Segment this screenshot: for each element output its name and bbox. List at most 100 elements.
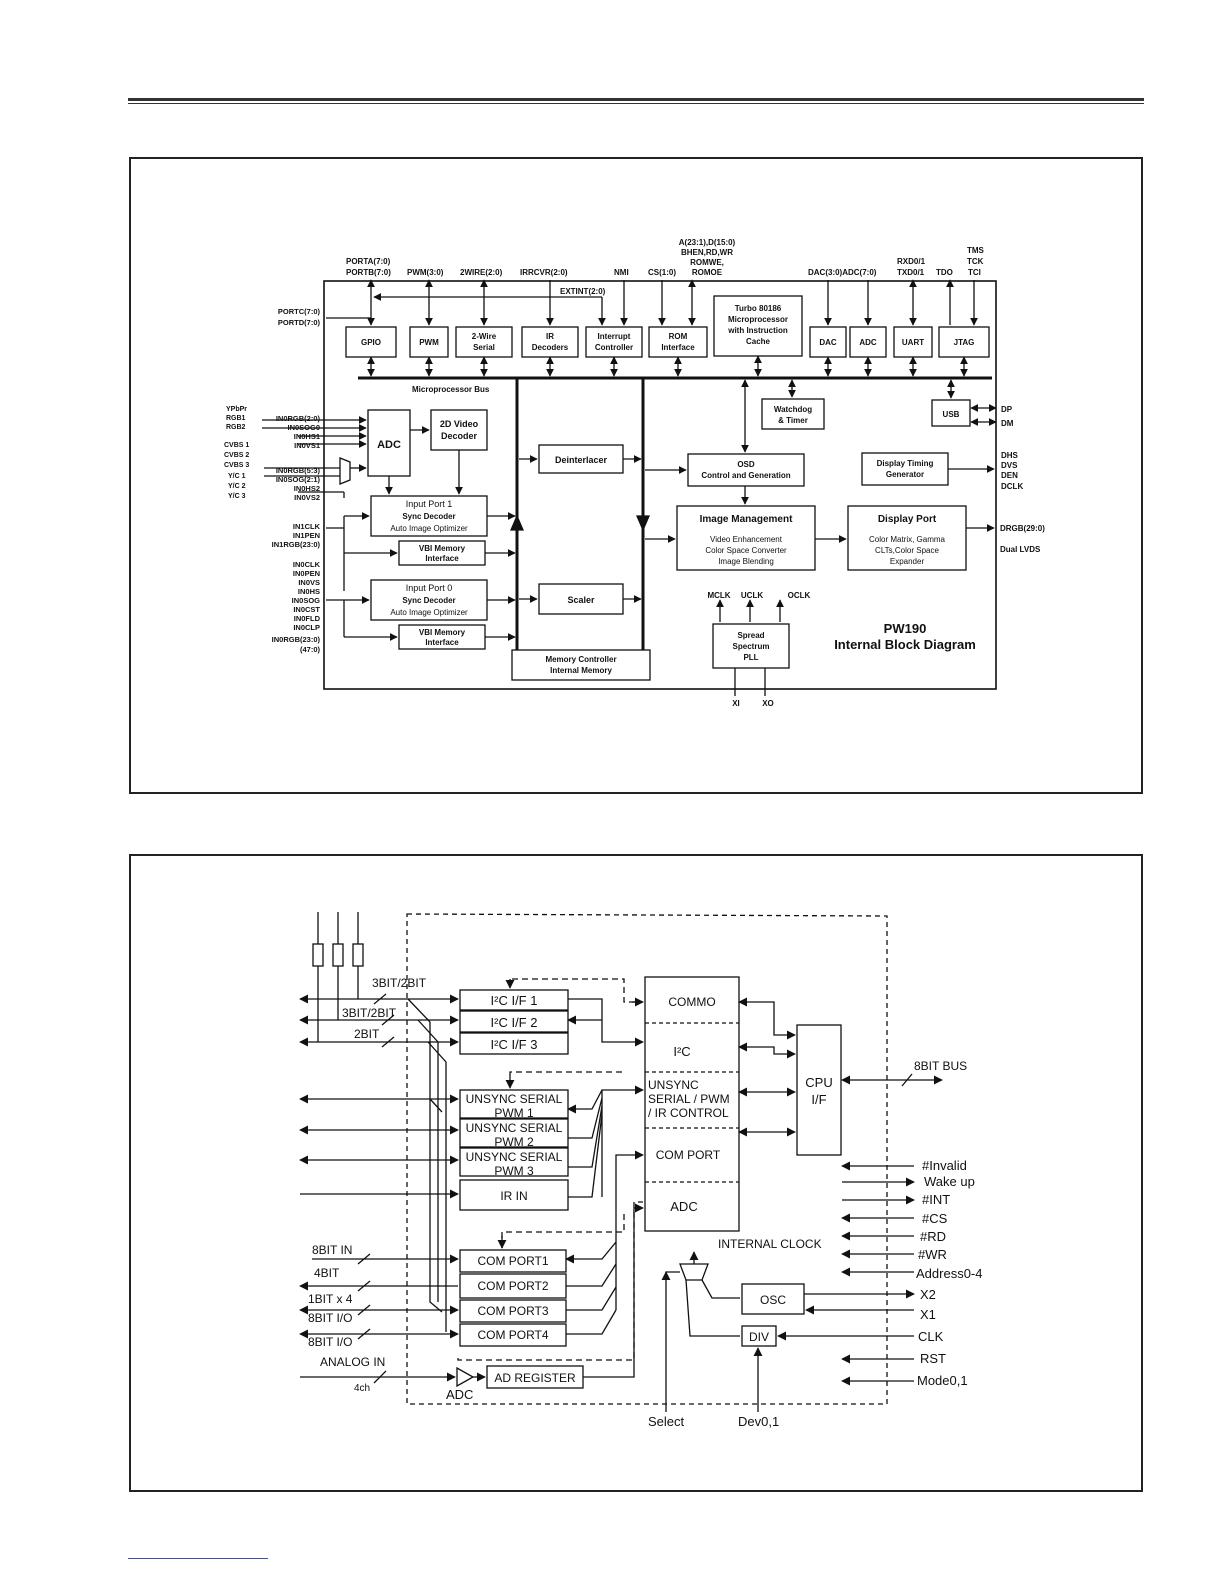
internal-clock-label: INTERNAL CLOCK <box>718 1237 822 1251</box>
sig-in0rgb53: IN0RGB(5:3) <box>276 466 321 475</box>
image-mgmt-label-4: Image Blending <box>718 557 774 566</box>
turbo-label-2: Microprocessor <box>728 315 788 324</box>
sig-drgb: DRGB(29:0) <box>1000 524 1045 533</box>
sig-in0pen: IN0PEN <box>293 569 320 578</box>
unsync-1-label-2: PWM 1 <box>494 1106 534 1120</box>
unsync-section-label-3: / IR CONTROL <box>648 1106 729 1120</box>
sig-rgb2: RGB2 <box>226 424 246 431</box>
sig-dhs: DHS <box>1001 451 1019 460</box>
jtag-label: JTAG <box>954 338 975 347</box>
ir-label-1: IR <box>546 332 554 341</box>
display-port-label-4: Expander <box>890 557 925 566</box>
pll-label-3: PLL <box>743 653 758 662</box>
osc-label: OSC <box>760 1293 786 1307</box>
sig-dm: DM <box>1001 419 1014 428</box>
video-decoder-label-2: Decoder <box>441 431 478 441</box>
sig-mode: Mode0,1 <box>917 1373 968 1388</box>
resistor-1 <box>312 943 324 967</box>
input-port-0-label-3: Auto Image Optimizer <box>390 608 468 617</box>
sig-nmi: NMI <box>614 268 629 277</box>
sig-addr-4: ROMOE <box>692 268 723 277</box>
watchdog-label-1: Watchdog <box>774 405 812 414</box>
sig-in0rgb230: IN0RGB(23:0) <box>272 635 321 644</box>
resistor-2 <box>332 943 344 967</box>
sig-in1rgb: IN1RGB(23:0) <box>272 540 321 549</box>
unsync-section-label-1: UNSYNC <box>648 1078 699 1092</box>
label-2bit: 2BIT <box>354 1027 380 1041</box>
8bit-in-label: 8BIT IN <box>312 1243 352 1257</box>
display-port-block <box>847 505 967 571</box>
4ch-label: 4ch <box>354 1383 370 1394</box>
pw190-title: PW190 <box>884 621 927 636</box>
sig-cs: CS(1:0) <box>648 268 676 277</box>
comport-section-label: COM PORT <box>656 1148 721 1162</box>
submcu-diagram-frame: 3BIT/2BIT 3BIT/2BIT 2BIT I²C I/F 1 I²C I… <box>129 854 1143 1492</box>
ir-label-2: Decoders <box>532 343 569 352</box>
sig-wr: #WR <box>918 1247 947 1262</box>
memory-controller-block <box>511 649 651 681</box>
vbi-1-label-2: Interface <box>425 554 459 563</box>
sig-x1: X1 <box>920 1307 936 1322</box>
com-port-4-block <box>459 1323 567 1347</box>
sig-portc: PORTC(7:0) <box>278 307 321 316</box>
uart-label: UART <box>902 338 924 347</box>
input-port-1-label-2: Sync Decoder <box>402 512 455 521</box>
cpu-label-1: CPU <box>805 1075 832 1090</box>
sig-tci: TCI <box>968 268 981 277</box>
header-rule-thick <box>128 98 1144 101</box>
sig-in0clk: IN0CLK <box>293 560 321 569</box>
analog-in-label: ANALOG IN <box>320 1355 385 1369</box>
pwm-label: PWM <box>419 338 439 347</box>
sig-in1pen: IN1PEN <box>293 531 320 540</box>
label-3bit-2bit-b: 3BIT/2BIT <box>342 1006 397 1020</box>
dtg-label-2: Generator <box>886 470 924 479</box>
image-management-block <box>676 505 816 571</box>
pll-label-1: Spread <box>737 631 764 640</box>
cpu-if-block <box>796 1024 842 1156</box>
i2c-if-3-label: I²C I/F 3 <box>491 1037 538 1052</box>
sig-porta: PORTA(7:0) <box>346 257 391 266</box>
sig-in0sog21: IN0SOG(2:1) <box>276 475 321 484</box>
vbi-0-label-1: VBI Memory <box>419 628 466 637</box>
footer-underline <box>128 1558 268 1559</box>
vbi-0-label-2: Interface <box>425 638 459 647</box>
sig-ypbpr: YPbPr <box>226 406 247 413</box>
2d-video-decoder-block <box>430 409 488 451</box>
sig-rgb1: RGB1 <box>226 415 246 422</box>
dev01-label: Dev0,1 <box>738 1414 779 1429</box>
i2c-section-label: I²C <box>673 1044 690 1059</box>
input-port-1-label-1: Input Port 1 <box>406 499 453 509</box>
sig-dclk: DCLK <box>1001 482 1023 491</box>
spread-spectrum-pll-block <box>712 623 790 669</box>
int-label-1: Interrupt <box>598 332 631 341</box>
image-mgmt-label-3: Color Space Converter <box>705 546 787 555</box>
sig-rd: #RD <box>920 1229 946 1244</box>
deinterlacer-label: Deinterlacer <box>555 455 608 465</box>
adc-top-label: ADC <box>859 338 877 347</box>
commo-label: COMMO <box>668 995 715 1009</box>
dtg-label-1: Display Timing <box>877 459 934 468</box>
div-block <box>741 1325 777 1347</box>
i2c-if-1-label: I²C I/F 1 <box>491 993 538 1008</box>
sig-tms: TMS <box>967 246 985 255</box>
usb-label: USB <box>943 410 960 419</box>
com-port-4-label: COM PORT4 <box>477 1328 548 1342</box>
1bit-x4-label: 1BIT x 4 <box>308 1292 353 1306</box>
sig-2wire: 2WIRE(2:0) <box>460 268 503 277</box>
8bit-io-a-label: 8BIT I/O <box>308 1311 352 1325</box>
input-port-1-label-3: Auto Image Optimizer <box>390 524 468 533</box>
memory-controller-label-1: Memory Controller <box>545 655 616 664</box>
com-port-1-label: COM PORT1 <box>477 1254 548 1268</box>
chip-dashed-outline <box>406 913 888 1405</box>
2wire-label-2: Serial <box>473 343 495 352</box>
sig-xi: XI <box>732 699 740 708</box>
sig-addr-3: ROMWE, <box>690 258 724 267</box>
watchdog-label-2: & Timer <box>778 416 808 425</box>
sig-extint: EXTINT(2:0) <box>560 287 606 296</box>
scaler-label: Scaler <box>567 595 595 605</box>
select-label: Select <box>648 1414 685 1429</box>
sig-yc3: Y/C 3 <box>228 493 246 500</box>
ad-register-label: AD REGISTER <box>494 1371 576 1385</box>
sig-pwm: PWM(3:0) <box>407 268 444 277</box>
rom-label-1: ROM <box>669 332 688 341</box>
